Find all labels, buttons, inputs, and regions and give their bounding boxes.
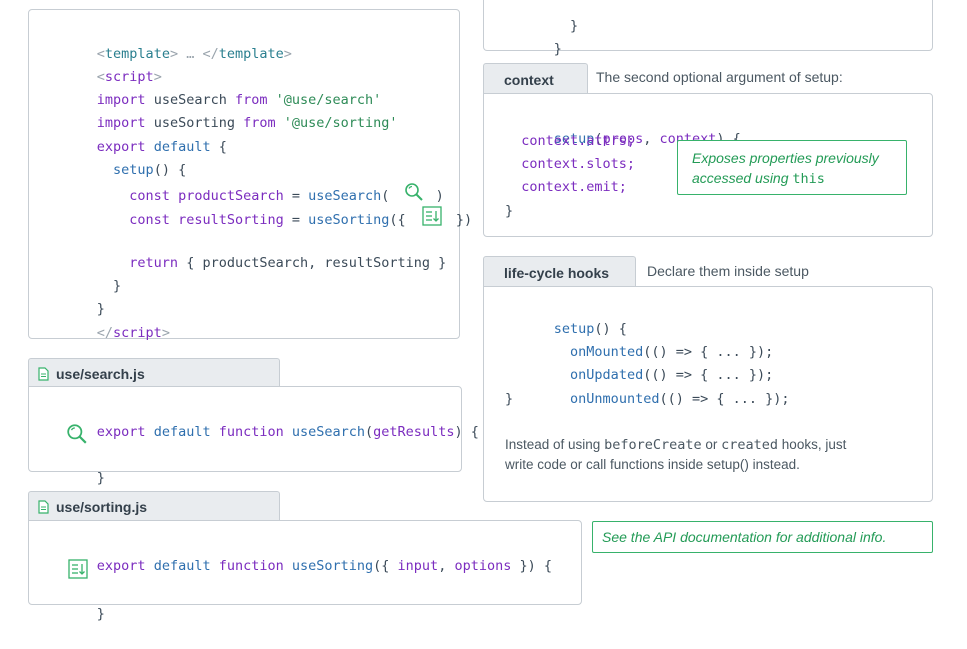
sort-list-icon — [422, 206, 442, 234]
code-line-context-attrs: context.attrs; — [505, 133, 636, 149]
code-line-return: return { productSearch, resultSorting } — [129, 255, 447, 271]
code-line-context-close: } — [505, 203, 514, 219]
code-line-setup-hooks: setup() { — [553, 321, 627, 337]
magnifier-icon — [66, 423, 88, 449]
magnifier-icon — [404, 182, 424, 210]
tab-label: life-cycle hooks — [504, 265, 610, 281]
tab-sorting-file[interactable]: use/sorting.js — [28, 491, 280, 521]
code-line-import-sorting: import useSorting from '@use/sorting' — [96, 115, 398, 131]
context-note-line1: Exposes properties previously — [692, 150, 879, 166]
api-documentation-note: See the API documentation for additional… — [592, 521, 933, 553]
code-line-sorting-close: } — [96, 606, 105, 622]
search-file-code-box: export default function useSearch(getRes… — [28, 386, 479, 486]
code-line-close-brace-outer: } — [553, 41, 562, 57]
code-line-search-close: } — [96, 470, 105, 486]
code-line-product-search: const productSearch = useSearch( ) — [48, 159, 444, 233]
hooks-explanation-line1: Instead of using beforeCreate or created… — [505, 437, 847, 453]
code-line-import-search: import useSearch from '@use/search' — [96, 92, 382, 108]
code-line-context-slots: context.slots; — [505, 156, 636, 172]
code-line-script-close: </script> — [96, 325, 170, 341]
tab-label: use/sorting.js — [56, 499, 148, 515]
code-line-close-brace-inner: } — [553, 18, 579, 34]
file-icon — [38, 500, 49, 514]
code-line-close-setup: } — [96, 278, 122, 294]
code-line-on-mounted: onMounted(() => { ... }); — [570, 344, 774, 360]
code-line-on-unmounted: onUnmounted(() => { ... }); — [570, 391, 790, 407]
sorting-file-code-box: export default function useSorting({ inp… — [28, 520, 582, 622]
context-description: The second optional argument of setup: — [596, 69, 843, 85]
tab-context[interactable]: context — [483, 63, 588, 94]
hooks-description: Declare them inside setup — [647, 263, 809, 279]
code-line-script-open: <script> — [96, 69, 162, 85]
context-note: Exposes properties previously accessed u… — [677, 140, 907, 195]
tab-label: use/search.js — [56, 366, 145, 382]
context-note-line2: accessed using this — [692, 170, 825, 187]
top-right-code-box: } } — [483, 0, 933, 57]
hooks-code-box: setup() { onMounted(() => { ... }); onUp… — [483, 286, 933, 502]
code-line-search-def: export default function useSearch(getRes… — [96, 424, 479, 440]
tab-search-file[interactable]: use/search.js — [28, 358, 280, 387]
main-code-box: <template> … </template> <script> import… — [28, 9, 472, 341]
hooks-explanation: Instead of using beforeCreate or created… — [505, 435, 925, 475]
code-line-on-updated: onUpdated(() => { ... }); — [570, 367, 774, 383]
tab-life-cycle-hooks[interactable]: life-cycle hooks — [483, 256, 636, 287]
file-icon — [38, 367, 49, 381]
sort-list-icon — [68, 559, 88, 583]
code-line-sorting-def: export default function useSorting({ inp… — [96, 558, 552, 574]
code-line-hooks-close: } — [505, 391, 514, 407]
code-line-export-default: export default { — [96, 139, 227, 155]
code-line-template: <template> … </template> — [96, 46, 292, 62]
code-line-context-emit: context.emit; — [505, 179, 627, 195]
context-code-box: setup(props, context) { context.attrs; c… — [483, 93, 933, 237]
code-line-result-sorting: const resultSorting = useSorting({ }) — [48, 183, 472, 257]
code-line-setup: setup() { — [113, 162, 187, 178]
hooks-explanation-line2: write code or call functions inside setu… — [505, 457, 800, 472]
code-line-close-export: } — [96, 301, 105, 317]
tab-label: context — [504, 72, 554, 88]
